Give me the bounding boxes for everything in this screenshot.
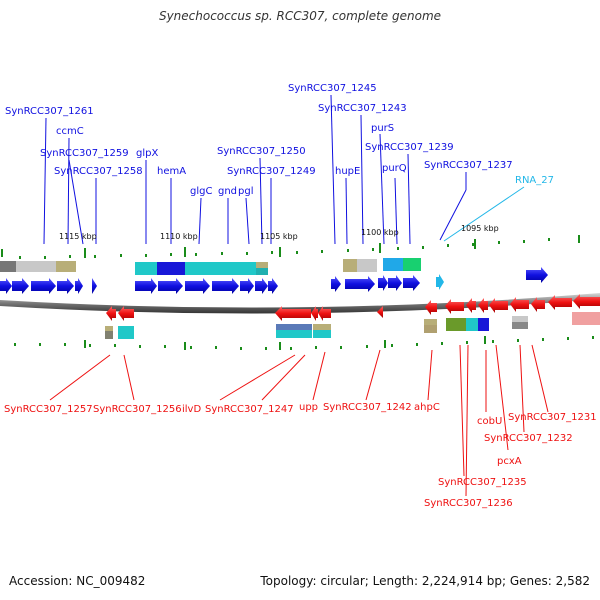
bottom-gene-labels: SynRCC307_1257 SynRCC307_1256 ilvD SynRC… xyxy=(4,402,597,509)
top-tick-row xyxy=(1,235,580,259)
label-synrcc307-1245: SynRCC307_1245 xyxy=(288,83,377,94)
genome-summary-text: Topology: circular; Length: 2,224,914 bp… xyxy=(260,574,590,588)
label-synrcc307-1232: SynRCC307_1232 xyxy=(484,433,573,444)
label-pgl: pgl xyxy=(238,186,253,197)
label-synrcc307-1259: SynRCC307_1259 xyxy=(40,148,129,159)
top-gene-labels: SynRCC307_1261 ccmC SynRCC307_1259 SynRC… xyxy=(5,83,554,197)
label-hema: hemA xyxy=(157,166,186,177)
label-ilvd: ilvD xyxy=(182,404,201,415)
accession-text: Accession: NC_009482 xyxy=(9,574,146,588)
label-synrcc307-1257: SynRCC307_1257 xyxy=(4,404,93,415)
label-upp: upp xyxy=(299,402,318,413)
label-glgc: glgC xyxy=(190,186,212,197)
label-synrcc307-1237: SynRCC307_1237 xyxy=(424,160,513,171)
label-ccmc: ccmC xyxy=(56,126,84,137)
label-purq: purQ xyxy=(382,163,407,174)
kbp-label-1095: 1095 kbp xyxy=(461,224,499,233)
label-synrcc307-1261: SynRCC307_1261 xyxy=(5,106,94,117)
label-synrcc307-1235: SynRCC307_1235 xyxy=(438,477,527,488)
label-purs: purS xyxy=(371,123,394,134)
label-glpx: glpX xyxy=(136,148,158,159)
kbp-label-1115: 1115 kbp xyxy=(59,232,97,241)
label-synrcc307-1258: SynRCC307_1258 xyxy=(54,166,143,177)
label-rna-27: RNA_27 xyxy=(515,175,554,186)
bottom-callout-lines xyxy=(49,344,549,497)
rna-gene xyxy=(436,274,444,290)
bottom-annotation-bars xyxy=(105,312,600,339)
label-pcxa: pcxA xyxy=(497,456,522,467)
label-hupe: hupE xyxy=(335,166,360,177)
kbp-label-1110: 1110 kbp xyxy=(160,232,198,241)
label-synrcc307-1249: SynRCC307_1249 xyxy=(227,166,316,177)
bottom-tick-row xyxy=(14,336,594,350)
label-synrcc307-1250: SynRCC307_1250 xyxy=(217,146,306,157)
label-gnd: gnd xyxy=(218,186,237,197)
label-synrcc307-1256: SynRCC307_1256 xyxy=(93,404,182,415)
reverse-genes xyxy=(106,294,600,321)
label-synrcc307-1247: SynRCC307_1247 xyxy=(205,404,294,415)
top-annotation-bars xyxy=(0,258,421,275)
kbp-label-1100: 1100 kbp xyxy=(361,228,399,237)
label-synrcc307-1243: SynRCC307_1243 xyxy=(318,103,407,114)
rna-callout-line xyxy=(443,186,525,242)
label-ahpc: ahpC xyxy=(414,402,440,413)
label-synrcc307-1231: SynRCC307_1231 xyxy=(508,412,597,423)
label-synrcc307-1239: SynRCC307_1239 xyxy=(365,142,454,153)
label-cobu: cobU xyxy=(477,416,502,427)
label-synrcc307-1236: SynRCC307_1236 xyxy=(424,498,513,509)
figure-title: Synechococcus sp. RCC307, complete genom… xyxy=(158,9,442,23)
kbp-scale: 1115 kbp 1110 kbp 1105 kbp 1100 kbp 1095… xyxy=(59,224,499,241)
top-callout-lines xyxy=(43,94,467,245)
forward-genes xyxy=(0,267,548,294)
label-synrcc307-1242: SynRCC307_1242 xyxy=(323,402,412,413)
kbp-label-1105: 1105 kbp xyxy=(260,232,298,241)
